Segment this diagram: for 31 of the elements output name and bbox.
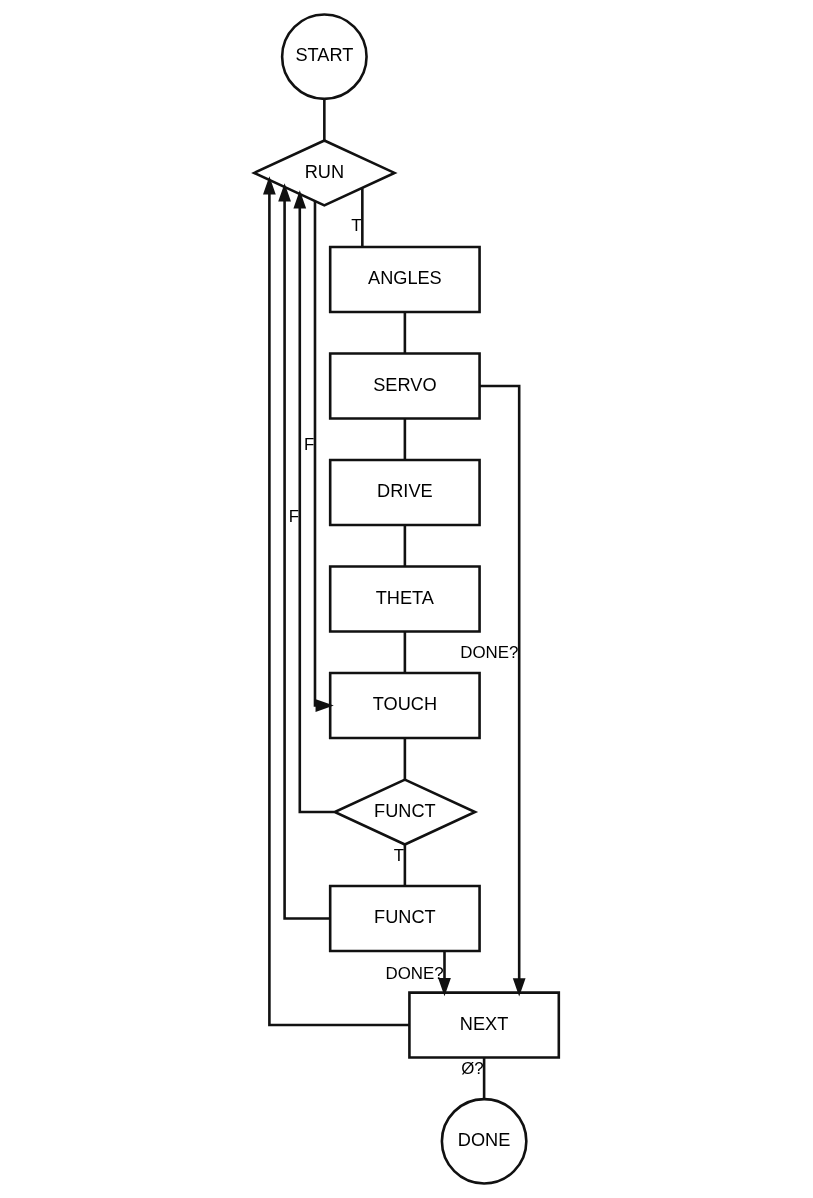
connector bbox=[403, 418, 407, 460]
arrow bbox=[313, 201, 334, 712]
edge-label: T bbox=[393, 845, 405, 865]
connector bbox=[403, 844, 407, 886]
node-box: SERVO bbox=[328, 352, 481, 420]
arrow bbox=[263, 176, 409, 1027]
edge-label: F bbox=[288, 507, 300, 527]
arrow bbox=[278, 183, 331, 920]
connector bbox=[403, 738, 407, 780]
arrow bbox=[479, 384, 526, 997]
connector bbox=[361, 188, 364, 247]
arrow bbox=[293, 190, 335, 814]
node-circle: START bbox=[280, 13, 368, 101]
edge-label: F bbox=[303, 434, 315, 454]
node-diamond: FUNCT bbox=[331, 778, 479, 846]
connector bbox=[403, 525, 407, 567]
connector bbox=[403, 312, 407, 354]
node-box: TOUCH bbox=[328, 671, 481, 740]
node-box: FUNCT bbox=[328, 884, 481, 953]
connector bbox=[482, 1058, 486, 1100]
connector bbox=[403, 631, 407, 673]
edge-label: DONE? bbox=[385, 963, 444, 983]
edge-label: Ø? bbox=[461, 1058, 484, 1078]
node-box: ANGLES bbox=[328, 245, 481, 314]
edge-label: DONE? bbox=[460, 643, 519, 663]
connector bbox=[323, 98, 326, 141]
arrow bbox=[438, 951, 451, 997]
node-box: THETA bbox=[328, 565, 481, 633]
node-box: DRIVE bbox=[328, 458, 481, 527]
node-circle: DONE bbox=[440, 1097, 528, 1185]
node-box: NEXT bbox=[408, 991, 561, 1059]
